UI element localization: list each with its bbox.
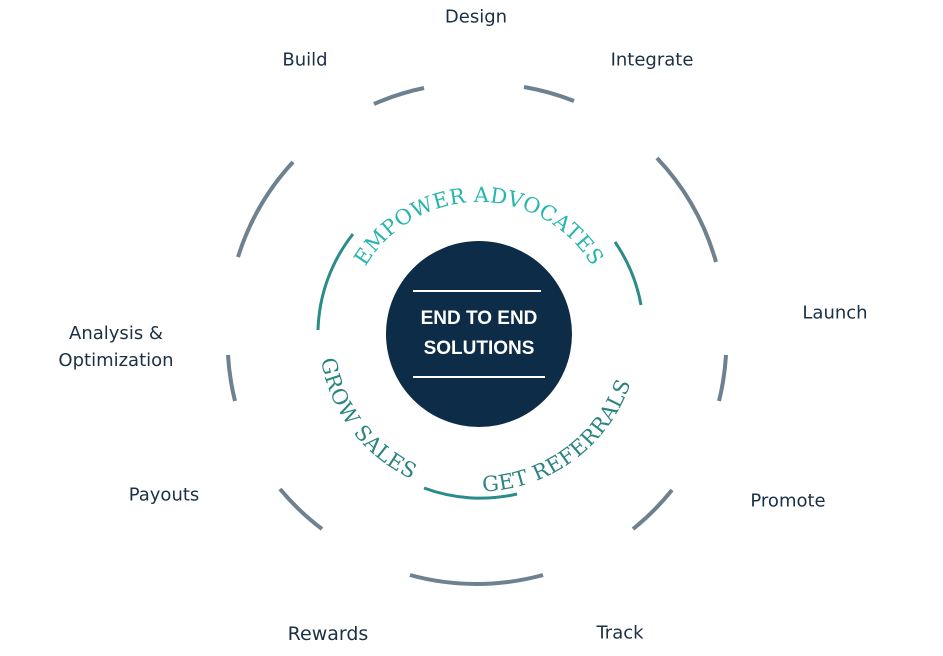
inner-arc-bottom [423, 486, 518, 500]
inner-arc-top-left [316, 233, 355, 331]
label-promote: Promote [750, 490, 826, 512]
center-top-rule [413, 290, 541, 292]
label-build: Build [282, 49, 328, 71]
label-launch: Launch [802, 302, 868, 324]
center-title-line-2: SOLUTIONS [423, 338, 535, 359]
outer-arc-8 [226, 354, 237, 402]
label-analysis-optimization: Analysis & Optimization [58, 323, 174, 371]
outer-arc-4 [717, 354, 728, 402]
label-payouts: Payouts [128, 484, 200, 506]
inner-arc-top-right [613, 241, 643, 306]
label-design: Design [444, 6, 508, 28]
center-disc [386, 241, 572, 427]
outer-ring [226, 85, 728, 586]
inner-ring [316, 233, 643, 500]
outer-arc-9 [236, 160, 295, 258]
outer-arc-7 [278, 487, 324, 531]
outer-arc-1 [373, 86, 425, 106]
outer-arc-6 [409, 573, 544, 586]
label-rewards: Rewards [287, 622, 369, 645]
center-title: END TO END SOLUTIONS [404, 304, 554, 364]
label-integrate: Integrate [610, 49, 694, 71]
label-track: Track [596, 622, 644, 644]
outer-arc-2 [523, 85, 575, 103]
center-bottom-rule [413, 376, 545, 378]
outer-arc-3 [655, 156, 718, 263]
outer-arc-5 [631, 488, 674, 531]
center-title-line-1: END TO END [420, 308, 538, 329]
